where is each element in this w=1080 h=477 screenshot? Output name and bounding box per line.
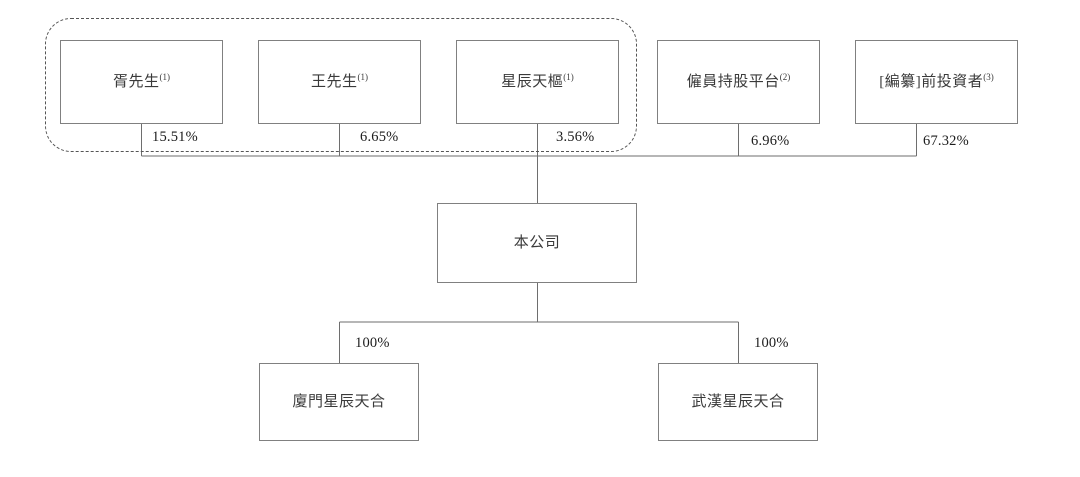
node-xingchen-tianshu-footnote: (1)	[563, 72, 574, 83]
node-employee-platform-label: 僱員持股平台(2)	[686, 72, 791, 91]
node-wang-mr-label: 王先生(1)	[310, 72, 369, 91]
node-xu-mr-footnote: (1)	[159, 72, 171, 83]
edge-label-xiamen-percent: 100%	[355, 335, 390, 351]
node-wuhan-xingchen-tianhe[interactable]: 武漢星辰天合	[658, 363, 818, 441]
node-company[interactable]: 本公司	[437, 203, 637, 283]
node-wuhan-xingchen-tianhe-label: 武漢星辰天合	[691, 393, 785, 410]
node-employee-platform-footnote: (2)	[779, 72, 791, 83]
node-pre-ipo-investors[interactable]: [編纂]前投資者(3)	[855, 40, 1018, 124]
node-pre-ipo-investors-label: [編纂]前投資者(3)	[879, 72, 994, 91]
edge-label-employee-percent: 6.96%	[751, 133, 790, 149]
node-xingchen-tianshu-label: 星辰天樞(1)	[501, 72, 574, 91]
node-pre-ipo-investors-footnote: (3)	[983, 72, 994, 83]
node-company-label: 本公司	[513, 234, 561, 251]
node-xiamen-xingchen-tianhe[interactable]: 廈門星辰天合	[259, 363, 419, 441]
node-wang-mr[interactable]: 王先生(1)	[258, 40, 421, 124]
node-xu-mr-label: 胥先生(1)	[112, 72, 171, 91]
node-xiamen-xingchen-tianhe-label: 廈門星辰天合	[292, 393, 386, 410]
node-xu-mr[interactable]: 胥先生(1)	[60, 40, 223, 124]
edge-label-wang-percent: 6.65%	[360, 129, 399, 145]
node-employee-platform[interactable]: 僱員持股平台(2)	[657, 40, 820, 124]
edge-label-wuhan-percent: 100%	[754, 335, 789, 351]
node-wang-mr-footnote: (1)	[357, 72, 369, 83]
edge-label-tianshu-percent: 3.56%	[556, 129, 595, 145]
edge-label-xu-percent: 15.51%	[152, 129, 198, 145]
edge-label-preipo-percent: 67.32%	[923, 133, 969, 149]
node-xingchen-tianshu[interactable]: 星辰天樞(1)	[456, 40, 619, 124]
